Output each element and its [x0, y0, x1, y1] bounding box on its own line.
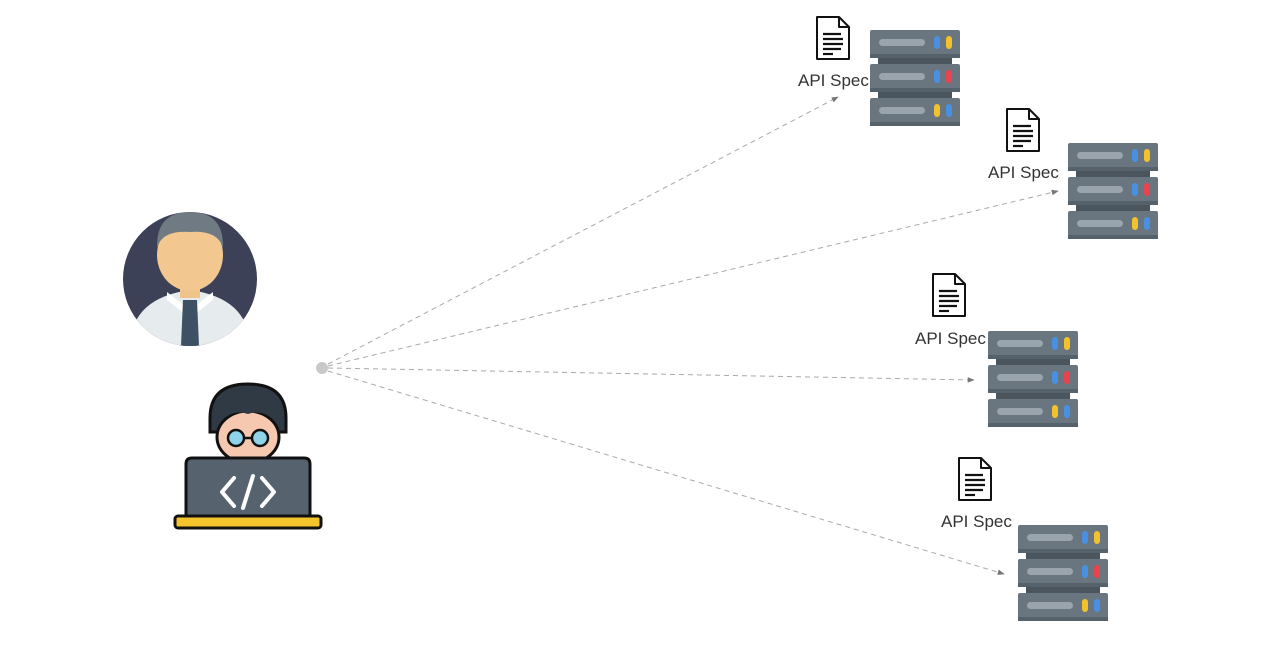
hub-dot — [316, 362, 328, 374]
document-icon — [957, 456, 993, 502]
document-icon — [815, 15, 851, 61]
developer-laptop-icon — [173, 382, 323, 530]
connector-1 — [327, 96, 839, 365]
connector-2 — [327, 189, 1059, 367]
api-spec-label: API Spec — [988, 163, 1059, 182]
server-rack-icon — [870, 30, 960, 126]
server-rack-icon — [1018, 525, 1108, 621]
api-spec-label: API Spec — [941, 512, 1012, 531]
endpoint-1: API Spec — [798, 15, 960, 126]
connector-3 — [327, 367, 975, 383]
server-rack-icon — [988, 331, 1078, 427]
api-spec-label: API Spec — [915, 329, 986, 348]
connector-4 — [327, 370, 1005, 575]
document-icon — [931, 272, 967, 318]
endpoint-4: API Spec — [941, 456, 1108, 621]
endpoint-2: API Spec — [988, 107, 1158, 239]
endpoint-3: API Spec — [915, 272, 1078, 427]
document-icon — [1005, 107, 1041, 153]
api-spec-label: API Spec — [798, 71, 869, 90]
server-rack-icon — [1068, 143, 1158, 239]
manager-avatar-icon — [123, 212, 257, 346]
